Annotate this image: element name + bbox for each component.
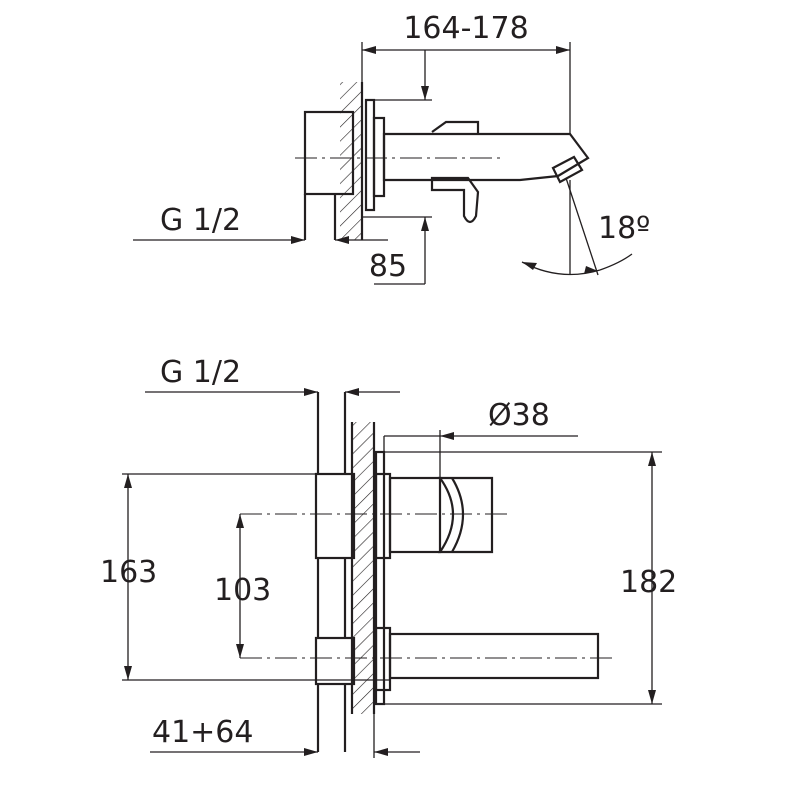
dim-wall-depth-label: 41+64 <box>152 715 253 750</box>
dim-depth-label: 85 <box>369 249 407 284</box>
top-wall-hatch <box>340 82 362 240</box>
front-wall-hatch <box>352 422 374 714</box>
top-spout <box>382 132 590 182</box>
top-wall-plate <box>364 98 376 212</box>
dim-plate-height-label: 182 <box>620 565 677 600</box>
dim-length-label: 164-178 <box>403 11 528 46</box>
top-aerator <box>551 155 584 184</box>
dim-center-height-label: 103 <box>214 573 271 608</box>
dim-diameter-label: Ø38 <box>488 398 550 433</box>
top-view: 164-178 G 1/2 85 18º <box>133 11 650 285</box>
front-mixer-body <box>388 476 494 554</box>
front-pipe-body <box>314 392 356 752</box>
front-spout <box>388 632 600 680</box>
dim-angle-label: 18º <box>598 211 650 246</box>
top-lever-handle <box>430 120 480 224</box>
front-wall-plate <box>374 450 386 706</box>
front-thread-label: G 1/2 <box>160 355 241 390</box>
top-thread-body <box>303 110 355 240</box>
top-thread-label: G 1/2 <box>160 203 241 238</box>
dim-total-height-label: 163 <box>100 555 157 590</box>
front-view: G 1/2 Ø38 182 163 103 41+64 <box>100 355 677 758</box>
